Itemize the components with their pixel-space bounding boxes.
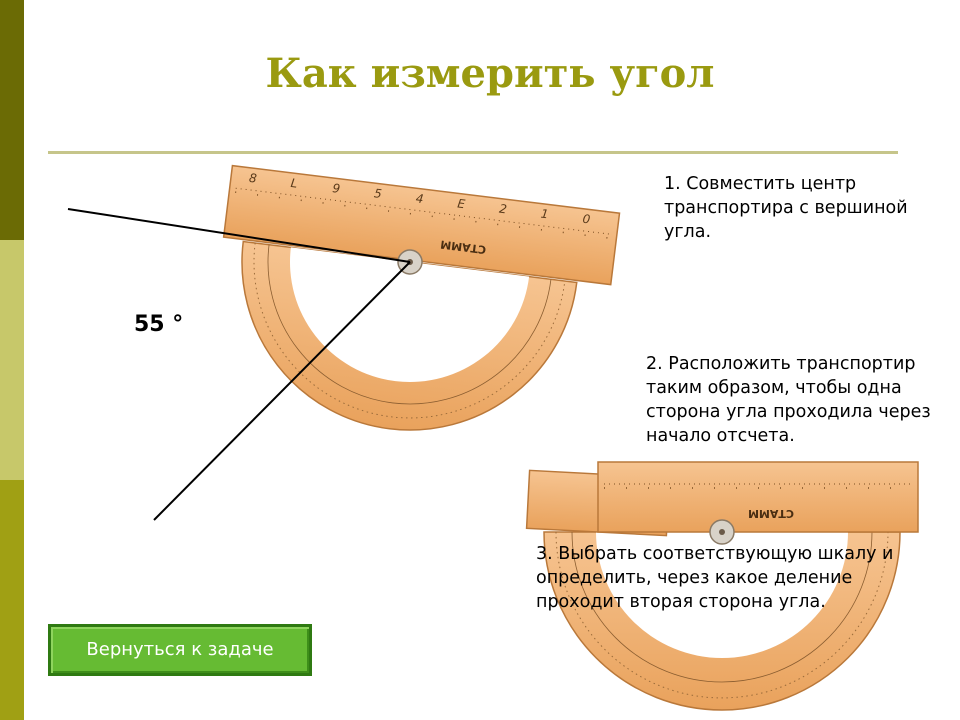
ruler-number: 1 — [540, 207, 549, 222]
protractor-brand: СТАММ — [440, 238, 487, 257]
protractor-main: 8 L 9 5 4 E 2 1 0 СТАММ — [222, 164, 621, 431]
ruler-number: 0 — [582, 212, 592, 227]
angle-value-label: 55 ° — [134, 312, 184, 337]
sidebar-segment-dark — [0, 0, 24, 240]
step-3-text: 3. Выбрать соответствующую шкалу и опред… — [536, 544, 894, 612]
ruler-number: L — [290, 176, 298, 191]
angle-ray-first — [67, 208, 411, 263]
step-1-text: 1. Совместить центр транспортира с верши… — [664, 174, 908, 242]
sidebar-segment-light — [0, 240, 24, 480]
ruler-number: 4 — [415, 191, 424, 206]
ruler-number: 9 — [332, 181, 341, 196]
title-underline — [48, 151, 898, 154]
back-to-task-button[interactable]: Вернуться к задаче — [48, 624, 312, 676]
ruler-number: 2 — [498, 202, 507, 217]
protractor-secondary: СТАММ — [525, 461, 919, 711]
sidebar-stripe — [0, 0, 24, 720]
ruler-number: E — [457, 196, 467, 211]
protractor-brand: СТАММ — [748, 507, 794, 520]
ruler-number: 8 — [248, 171, 258, 186]
angle-ray-second — [153, 261, 411, 521]
ruler-number: 5 — [373, 186, 382, 201]
step-2-text: 2. Расположить транспортир таким образом… — [646, 354, 931, 446]
slide-title: Как измерить угол — [265, 50, 715, 97]
sidebar-segment-mid — [0, 480, 24, 720]
